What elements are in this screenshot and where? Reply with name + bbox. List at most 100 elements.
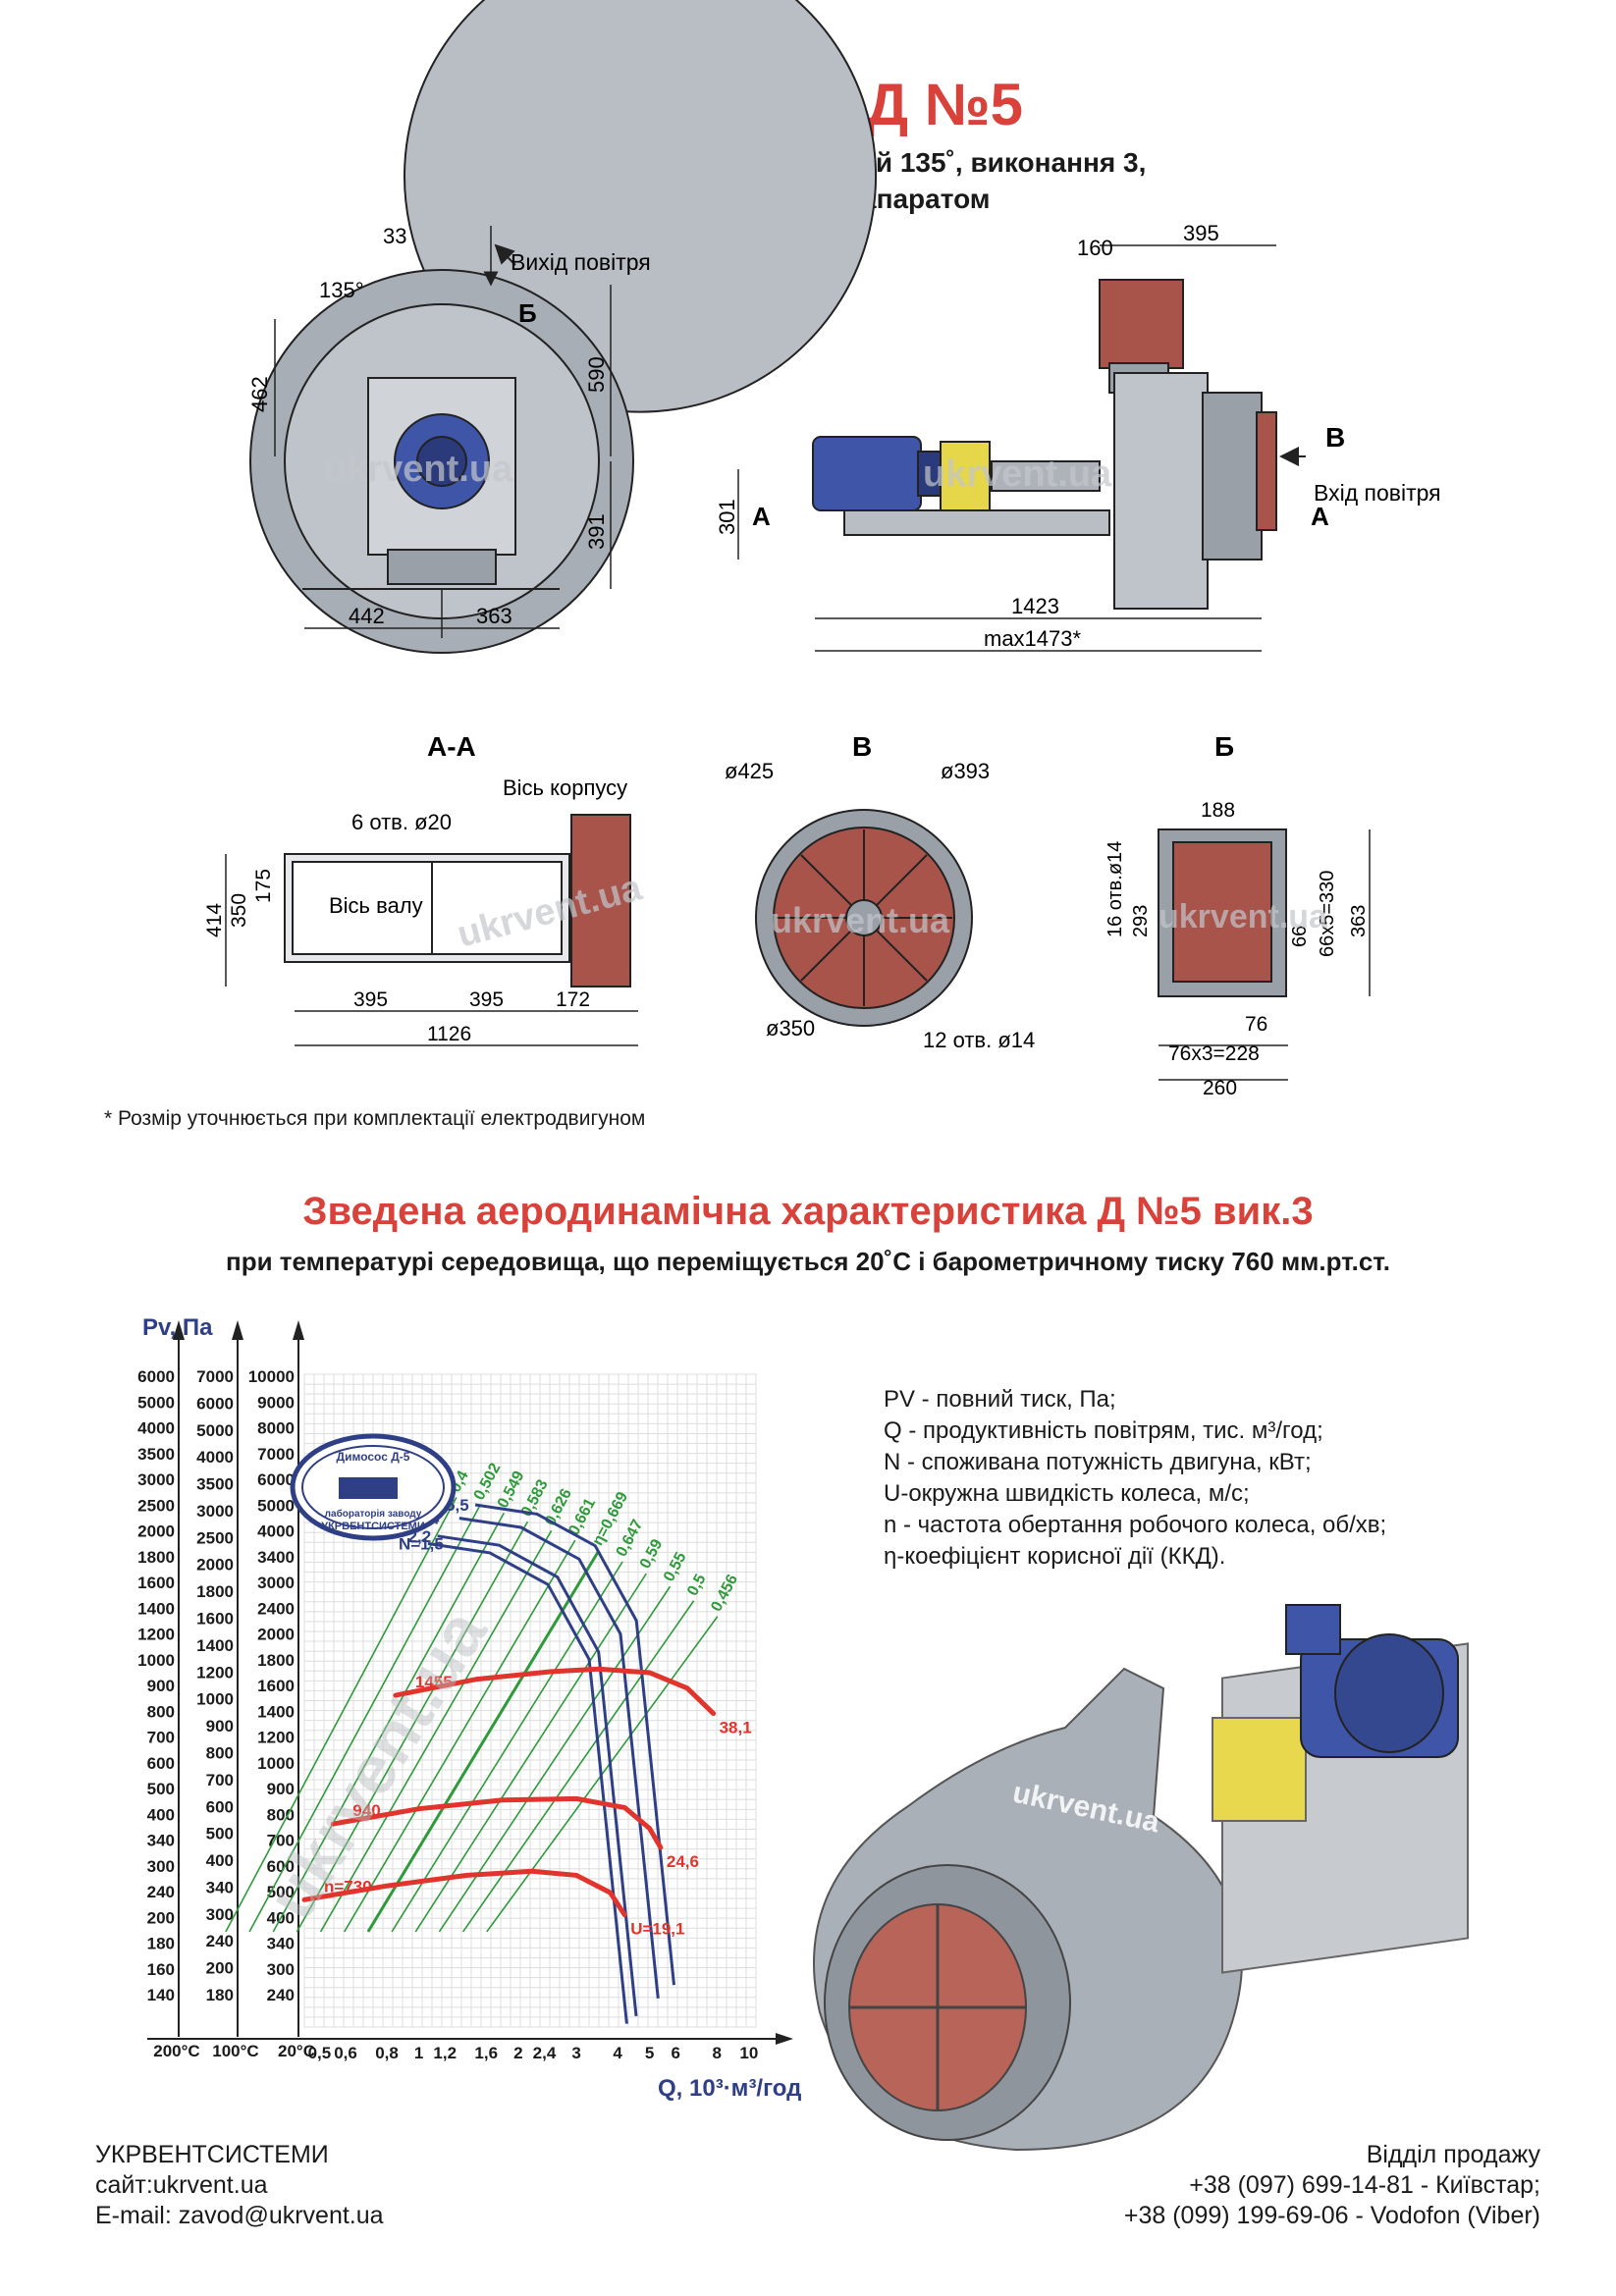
efficiency-line bbox=[461, 1600, 695, 1933]
y-tick-label: 900 bbox=[147, 1677, 175, 1695]
section-a-marker-left: А bbox=[752, 502, 771, 531]
sales-label: Відділ продажу bbox=[1366, 2141, 1540, 2168]
y-tick-label: 1000 bbox=[196, 1690, 234, 1709]
x-axis-arrow bbox=[776, 2033, 793, 2045]
y-tick-label: 240 bbox=[206, 1932, 234, 1950]
y-tick-label: 5000 bbox=[257, 1496, 295, 1515]
legend-item: n - частота обертання робочого колеса, о… bbox=[884, 1512, 1387, 1538]
phone-kyivstar[interactable]: +38 (097) 699-14-81 - Київстар; bbox=[1189, 2171, 1540, 2199]
efficiency-line bbox=[344, 1539, 576, 1933]
dim-590: 590 bbox=[584, 356, 609, 393]
dim-363: 363 bbox=[476, 604, 512, 628]
y-axis-arrow bbox=[232, 1320, 243, 1340]
stamp-line-3: УКРВЕНТСИСТЕМИ bbox=[321, 1521, 425, 1532]
power-curve bbox=[474, 1503, 675, 1986]
dim-135: 135° bbox=[319, 278, 364, 302]
x-tick-label: 10 bbox=[739, 2044, 758, 2062]
y-tick-label: 200 bbox=[147, 1908, 175, 1927]
x-tick-label: 0,6 bbox=[334, 2044, 357, 2062]
y-tick-label: 1000 bbox=[257, 1754, 295, 1773]
holes-label: 6 отв. ø20 bbox=[351, 810, 452, 834]
pressure-curve bbox=[301, 1868, 627, 1918]
y-tick-label: 1000 bbox=[137, 1651, 175, 1670]
pressure-curve bbox=[330, 1795, 664, 1850]
dim-12-holes: 12 отв. ø14 bbox=[923, 1028, 1035, 1052]
dim-395-a: 395 bbox=[353, 988, 388, 1011]
housing-axis-label: Вісь корпусу bbox=[503, 775, 627, 800]
y-tick-label: 300 bbox=[267, 1960, 295, 1979]
y-tick-label: 5000 bbox=[196, 1421, 234, 1440]
y-tick-label: 4000 bbox=[137, 1419, 175, 1438]
aerodynamic-chart: Pv, Па Q, 10³·м³/год 6000500040003500300… bbox=[137, 1314, 801, 2102]
y-tick-label: 700 bbox=[206, 1771, 234, 1789]
y-tick-label: 700 bbox=[267, 1832, 295, 1850]
dim-350: 350 bbox=[228, 893, 250, 928]
efficiency-line bbox=[414, 1573, 647, 1933]
y-tick-label: 800 bbox=[147, 1702, 175, 1721]
section-aa-drawing bbox=[225, 814, 638, 1046]
y-axis-temp-label: 100°C bbox=[212, 2042, 258, 2060]
y-tick-label: 1400 bbox=[137, 1599, 175, 1618]
x-tick-label: 2,4 bbox=[533, 2044, 557, 2062]
y-tick-label: 2500 bbox=[137, 1496, 175, 1515]
y-tick-label: 5000 bbox=[137, 1393, 175, 1412]
legend-item: PV - повний тиск, Па; bbox=[884, 1386, 1116, 1413]
y-tick-label: 400 bbox=[206, 1851, 234, 1870]
y-tick-label: 500 bbox=[147, 1780, 175, 1798]
y-tick-label: 300 bbox=[147, 1857, 175, 1876]
dim-462: 462 bbox=[247, 376, 272, 412]
y-tick-label: 3000 bbox=[257, 1574, 295, 1592]
company-site[interactable]: сайт:ukrvent.ua bbox=[95, 2171, 268, 2199]
front-view bbox=[249, 0, 877, 654]
dim-301: 301 bbox=[715, 499, 739, 535]
chart-section-subtitle: при температурі середовища, що переміщує… bbox=[226, 1247, 1390, 1276]
company-email[interactable]: E-mail: zavod@ukrvent.ua bbox=[95, 2202, 384, 2229]
pressure-curve-label: n=730 bbox=[324, 1877, 372, 1896]
efficiency-line bbox=[225, 1497, 458, 1933]
pressure-curve bbox=[393, 1666, 717, 1717]
phone-vodafone[interactable]: +38 (099) 199-69-06 - Vodofon (Viber) bbox=[1123, 2202, 1540, 2229]
y-tick-label: 7000 bbox=[196, 1367, 234, 1386]
y-tick-label: 1600 bbox=[196, 1610, 234, 1629]
y-tick-label: 1200 bbox=[196, 1663, 234, 1682]
stamp-line-1: Димосос Д-5 bbox=[337, 1450, 410, 1464]
side-view bbox=[737, 244, 1306, 652]
dim-d393: ø393 bbox=[941, 759, 990, 783]
y-tick-label: 340 bbox=[267, 1935, 295, 1953]
power-curve bbox=[437, 1534, 638, 2017]
watermark: ukrvent.ua bbox=[923, 454, 1112, 495]
legend-item: η-коефіцієнт корисної дії (ККД). bbox=[884, 1543, 1226, 1570]
x-tick-label: 4 bbox=[613, 2044, 622, 2062]
y-tick-label: 1200 bbox=[257, 1729, 295, 1747]
y-tick-label: 160 bbox=[147, 1960, 175, 1979]
y-tick-label: 500 bbox=[206, 1825, 234, 1843]
section-b-marker: Б bbox=[518, 298, 537, 328]
chart-xlabel: Q, 10³·м³/год bbox=[658, 2075, 801, 2102]
y-tick-label: 700 bbox=[147, 1729, 175, 1747]
dim-391: 391 bbox=[584, 513, 609, 550]
x-tick-label: 0,5 bbox=[308, 2044, 332, 2062]
y-tick-label: 3500 bbox=[137, 1445, 175, 1464]
dim-395-b: 395 bbox=[469, 988, 504, 1011]
technical-drawings: 33 135° 462 590 391 442 363 Вихід повітр… bbox=[203, 0, 1441, 1099]
y-axis-temp-label: 200°C bbox=[153, 2042, 199, 2060]
dim-395-side: 395 bbox=[1183, 221, 1219, 245]
y-tick-label: 3000 bbox=[137, 1470, 175, 1489]
efficiency-line bbox=[366, 1549, 601, 1933]
dim-max1473: max1473* bbox=[984, 626, 1082, 651]
watermark: ukrvent.ua bbox=[771, 900, 950, 940]
y-tick-label: 2400 bbox=[257, 1599, 295, 1618]
chart-axes: 6000500040003500300025002000180016001400… bbox=[137, 1320, 793, 2062]
y-axis-arrow bbox=[173, 1320, 185, 1340]
section-v-title: В bbox=[852, 731, 872, 762]
speed-label: 38,1 bbox=[720, 1719, 752, 1737]
dim-1423: 1423 bbox=[1011, 594, 1059, 618]
y-tick-label: 10000 bbox=[248, 1367, 295, 1386]
dim-d425: ø425 bbox=[725, 759, 774, 783]
y-tick-label: 600 bbox=[147, 1754, 175, 1773]
y-tick-label: 340 bbox=[206, 1878, 234, 1896]
y-tick-label: 8000 bbox=[257, 1419, 295, 1438]
y-tick-label: 1600 bbox=[137, 1574, 175, 1592]
y-axis-arrow bbox=[293, 1320, 304, 1340]
legend-item: U-окружна швидкість колеса, м/с; bbox=[884, 1480, 1250, 1507]
